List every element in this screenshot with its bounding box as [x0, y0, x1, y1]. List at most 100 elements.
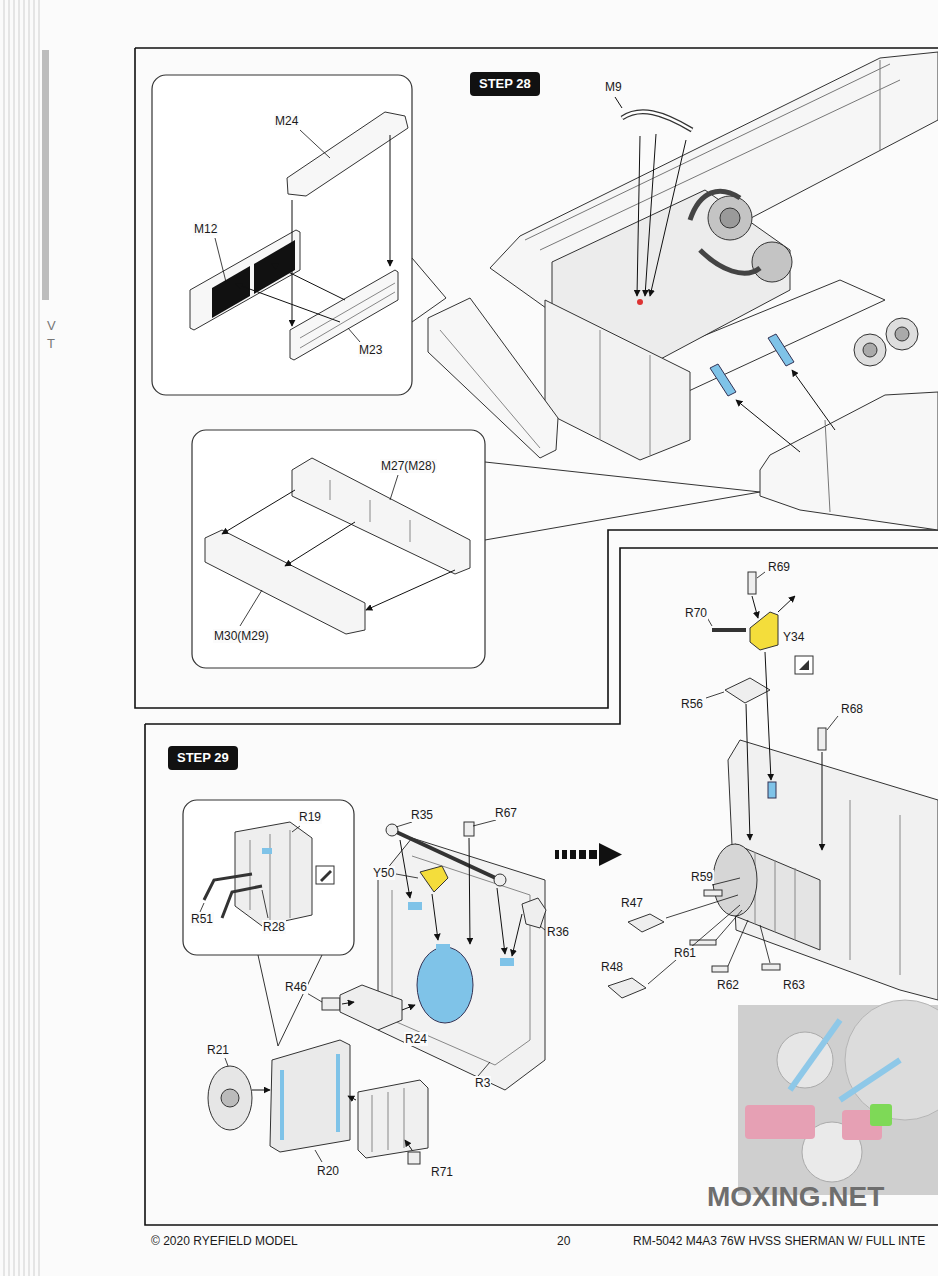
plate-detail	[392, 856, 530, 1065]
part-number: R21	[206, 1043, 230, 1057]
part-r70	[712, 628, 746, 632]
part-r67	[464, 822, 474, 836]
leader-lines	[225, 1058, 228, 1066]
part-number: R61	[673, 946, 697, 960]
detail-inset	[152, 75, 412, 395]
leader-lines	[215, 130, 360, 342]
glue-icon	[795, 656, 813, 674]
leader-lines	[300, 130, 330, 158]
glue-icon	[799, 660, 809, 670]
part-r51	[204, 874, 252, 900]
hull-assembly	[545, 300, 690, 460]
part-number: R51	[190, 912, 214, 926]
assembly-arrows	[272, 264, 345, 300]
assembly-arrows	[752, 596, 758, 618]
part-number: Y50	[372, 866, 395, 880]
leader-lines	[200, 826, 300, 918]
hull-assembly	[637, 299, 643, 305]
leader-lines	[827, 716, 838, 730]
assembly-arrows	[637, 136, 640, 296]
assembly-arrows	[222, 490, 295, 534]
leader-lines	[648, 905, 740, 984]
hull-assembly	[854, 334, 886, 366]
small-parts	[762, 964, 780, 970]
hull-assembly	[525, 60, 900, 250]
next-arrow	[579, 850, 586, 859]
assembly-arrows	[822, 752, 823, 850]
part-r69	[748, 572, 756, 594]
leader-lines	[540, 926, 545, 930]
part-detail	[300, 283, 395, 348]
page-number: 20	[556, 1234, 571, 1248]
page-edges	[19, 0, 20, 1276]
hull-assembly	[720, 208, 740, 228]
leader-lines	[716, 910, 742, 940]
leader-lines	[473, 820, 496, 826]
part-number: M24	[274, 114, 299, 128]
hose-part	[622, 112, 692, 130]
assembly-arrows	[765, 652, 771, 780]
leader-lines	[757, 572, 765, 578]
step-badge: STEP 28	[470, 72, 540, 96]
part-number: R48	[600, 960, 624, 974]
assembly-arrows	[792, 370, 835, 430]
part-number: Y34	[782, 630, 805, 644]
next-arrow	[599, 843, 622, 866]
gear-housing	[358, 1080, 428, 1158]
blue-part	[500, 958, 514, 966]
part-detail	[330, 480, 410, 542]
part-number: R68	[840, 702, 864, 716]
page-edges	[9, 0, 10, 1276]
paint-icon	[316, 866, 334, 884]
part-number: R62	[716, 978, 740, 992]
leader-lines	[478, 1062, 490, 1076]
part-r36	[522, 898, 546, 928]
leader-lines	[315, 1150, 322, 1162]
hull-assembly	[752, 242, 792, 282]
part-r46	[322, 998, 340, 1010]
step-badge: STEP 29	[168, 746, 238, 770]
small-parts	[608, 978, 646, 998]
assembly-arrows	[637, 134, 835, 452]
part-number: R20	[316, 1164, 340, 1178]
part-number: R59	[690, 870, 714, 884]
hull-assembly	[690, 191, 760, 273]
leader-lines	[240, 475, 398, 626]
leader-lines	[648, 572, 838, 984]
reference-photo	[840, 1060, 900, 1100]
assembly-arrows	[366, 570, 455, 610]
grille	[254, 240, 295, 294]
step-title: STEP 28	[479, 76, 531, 92]
part-number: R56	[680, 697, 704, 711]
fender-detail	[825, 420, 830, 512]
part-number: R28	[262, 920, 286, 934]
page-edges	[14, 0, 15, 1276]
leader-lines	[215, 238, 226, 282]
assembly-arrows	[736, 400, 800, 452]
part-m23	[290, 270, 398, 360]
reference-photo	[870, 1104, 892, 1126]
transmission-detail	[755, 852, 795, 940]
leader-lines	[728, 920, 748, 966]
assembly-arrows	[236, 284, 340, 322]
leader-lines	[225, 820, 545, 1162]
assembly-arrows	[405, 1140, 412, 1150]
page-edges	[24, 0, 25, 1276]
page-edges	[29, 0, 30, 1276]
assembly-arrows	[348, 1096, 356, 1100]
part-r28	[222, 886, 262, 918]
part-number: M27(M28)	[380, 459, 437, 473]
assembly-arrows	[236, 135, 390, 326]
leader-lines	[396, 822, 412, 827]
part-number: R70	[684, 606, 708, 620]
assembly-arrows	[432, 894, 438, 940]
leader-line	[615, 97, 622, 108]
leader-lines	[348, 328, 360, 342]
assembly-arrows	[252, 1090, 270, 1091]
assembly-arrows	[222, 490, 455, 610]
part-number: R67	[494, 806, 518, 820]
inset-pointer	[485, 462, 760, 540]
small-parts	[628, 914, 664, 932]
page-edges	[34, 0, 35, 1276]
part-r24	[340, 985, 402, 1030]
